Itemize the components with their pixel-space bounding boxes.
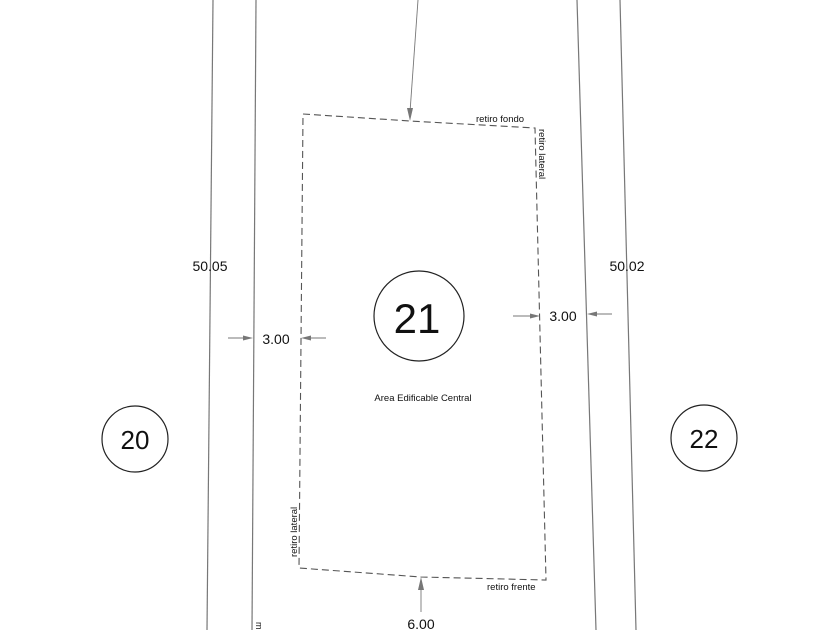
front-setback-label: 6.00: [407, 616, 434, 630]
left-setback-label: 3.00: [262, 331, 289, 347]
left-length-label: 50.05: [192, 258, 227, 274]
buildable-area-outline: [298, 113, 547, 581]
right-setback-arrows: [513, 311, 612, 319]
right-lateral-annotation: retiro lateral: [536, 129, 547, 179]
lot-21-right-boundary-line: [576, 0, 597, 630]
lot-21-marker: 21: [373, 270, 465, 362]
front-setback-annotation: retiro frente: [487, 582, 536, 593]
lot-21-number: 21: [394, 295, 441, 342]
left-lateral-annotation: retiro lateral: [289, 507, 300, 557]
lot-20-marker: 20: [101, 405, 169, 473]
rear-setback-annotation: retiro fondo: [476, 114, 524, 125]
right-length-label: 50.02: [609, 258, 644, 274]
front-setback-arrow: [418, 577, 424, 612]
lot-22-marker: 22: [670, 404, 738, 472]
buildable-area-label: Area Edificable Central: [374, 393, 471, 404]
lot-20-number: 20: [121, 425, 150, 455]
partial-label: m: [254, 622, 264, 630]
right-setback-label: 3.00: [549, 308, 576, 324]
lot-22-boundary-line: [619, 0, 637, 630]
lot-20-boundary-line: [206, 0, 214, 630]
lot-22-number: 22: [690, 424, 719, 454]
left-setback-arrows: [228, 335, 326, 341]
lot-21-left-boundary-line: [251, 0, 257, 630]
rear-setback-arrow: [407, 0, 419, 121]
